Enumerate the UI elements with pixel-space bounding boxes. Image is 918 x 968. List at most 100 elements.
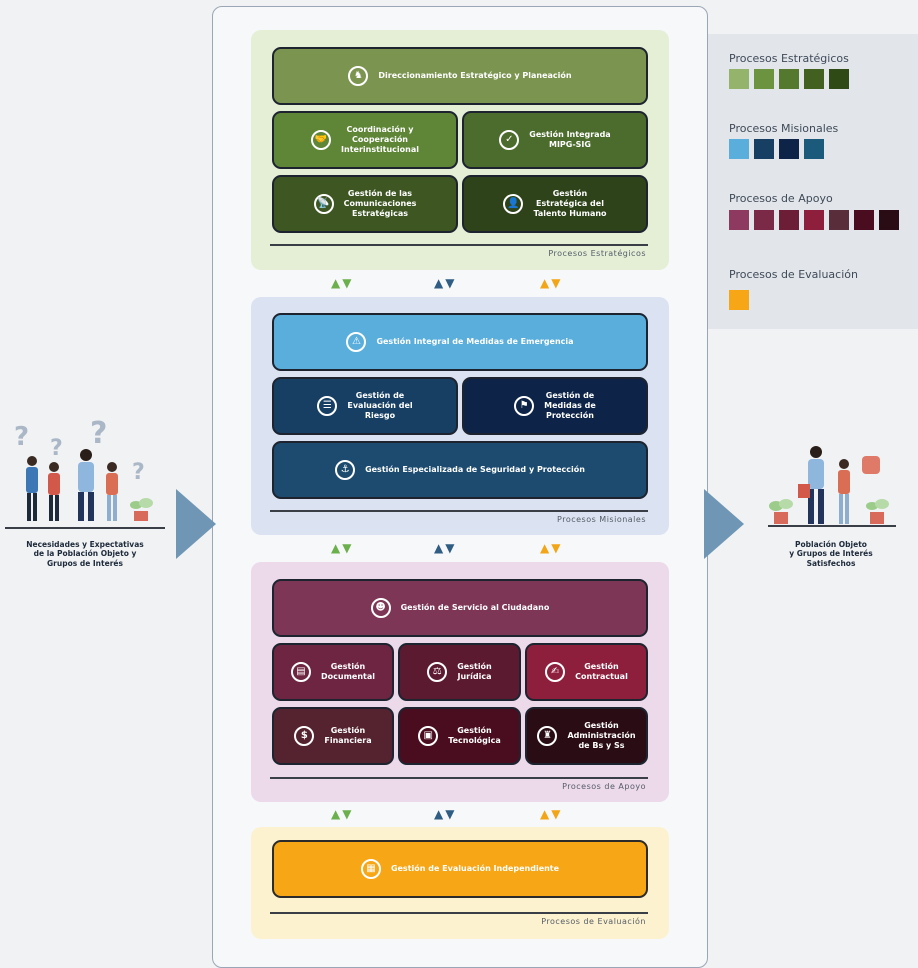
box-evaluacion-riesgo[interactable]: ☰Gestión de Evaluación del Riesgo (272, 377, 458, 435)
legend-swatch (729, 210, 749, 230)
plant-icon (866, 499, 889, 524)
section-label-estrategicos: Procesos Estratégicos (548, 249, 646, 258)
box-label: Gestión Financiera (324, 726, 372, 745)
chess-knight-icon: ♞ (348, 66, 369, 86)
legend-swatch (804, 69, 824, 89)
left-caption: Necesidades y Expectativas de la Poblaci… (26, 540, 144, 568)
person-icon (48, 462, 60, 521)
satellite-icon: 📡 (313, 194, 334, 214)
box-servicio-ciudadano[interactable]: ☻Gestión de Servicio al Ciudadano (272, 579, 648, 637)
box-label: Gestión Tecnológica (448, 726, 501, 745)
legend-swatch (754, 139, 774, 159)
flow-arrow-in-icon (176, 489, 216, 559)
legend-swatch (879, 210, 899, 230)
check-icon: ✓ (499, 130, 520, 150)
box-label: Gestión de Medidas de Protección (544, 391, 596, 420)
box-label: Gestión Documental (321, 662, 375, 681)
legend-title-estrategicos: Procesos Estratégicos (729, 52, 849, 65)
box-label: Gestión Especializada de Seguridad y Pro… (365, 465, 585, 474)
legend-swatch (754, 69, 774, 89)
box-comunicaciones[interactable]: 📡 Gestión de las Comunicaciones Estratégi… (272, 175, 458, 233)
box-label: Gestión Administración de Bs y Ss (567, 721, 636, 750)
report-icon: ▦ (360, 859, 381, 879)
plant-icon (769, 499, 793, 524)
section-divider (270, 244, 648, 246)
person-icon: 👤 (503, 194, 524, 214)
svg-text:?: ? (132, 460, 145, 485)
thumbs-up-icon (862, 456, 880, 474)
person-icon (78, 449, 94, 521)
legend-swatch (729, 290, 749, 310)
svg-text:?: ? (90, 416, 107, 451)
legend-swatch (804, 139, 824, 159)
handshake-icon: 🤝 (311, 130, 332, 150)
legend-swatch (779, 210, 799, 230)
box-talento-humano[interactable]: 👤 Gestión Estratégica del Talento Humano (462, 175, 648, 233)
box-medidas-emergencia[interactable]: ⚠ Gestión Integral de Medidas de Emergenc… (272, 313, 648, 371)
arrows-green: ▲▼ (331, 276, 354, 290)
arrows-green: ▲▼ (331, 541, 354, 555)
group-icon: ☻ (370, 598, 391, 618)
person-icon (106, 462, 118, 521)
box-medidas-proteccion[interactable]: ⚑ Gestión de Medidas de Protección (462, 377, 648, 435)
box-gestion-financiera[interactable]: $ Gestión Financiera (272, 707, 394, 765)
shield-icon: ⚓ (335, 460, 356, 480)
legend-title-evaluacion: Procesos de Evaluación (729, 268, 858, 281)
box-gestion-tecnologica[interactable]: ▣ Gestión Tecnológica (398, 707, 521, 765)
box-label: Gestión Contractual (575, 662, 628, 681)
box-label: Coordinación y Cooperación Interinstituc… (341, 125, 419, 154)
box-gestion-integrada[interactable]: ✓ Gestión Integrada MIPG-SIG (462, 111, 648, 169)
scales-icon: ⚖ (427, 662, 448, 682)
person-icon (26, 456, 38, 521)
question-mark-icons: ? ? ? ? (14, 416, 145, 485)
box-label: Gestión Integrada MIPG-SIG (529, 130, 611, 149)
ground-line (768, 525, 896, 527)
arrows-orange: ▲▼ (540, 807, 563, 821)
ground-line (5, 527, 165, 529)
box-label: Gestión Integral de Medidas de Emergenci… (376, 337, 574, 346)
box-label: Gestión de Evaluación Independiente (390, 864, 560, 873)
box-label: Gestión de las Comunicaciones Estratégic… (343, 189, 417, 218)
section-label-apoyo: Procesos de Apoyo (562, 782, 646, 791)
arrows-blue: ▲▼ (434, 541, 457, 555)
legend-title-misionales: Procesos Misionales (729, 122, 839, 135)
person-icon (798, 446, 824, 524)
arrows-orange: ▲▼ (540, 276, 563, 290)
arrows-blue: ▲▼ (434, 807, 457, 821)
box-label: Gestión Estratégica del Talento Humano (533, 189, 607, 218)
computer-icon: ▣ (418, 726, 439, 746)
person-icon (838, 459, 850, 524)
arrows-orange: ▲▼ (540, 541, 563, 555)
legend-title-apoyo: Procesos de Apoyo (729, 192, 833, 205)
box-gestion-documental[interactable]: ▤Gestión Documental (272, 643, 394, 701)
alarm-icon: ⚠ (346, 332, 367, 352)
box-evaluacion-independiente[interactable]: ▦ Gestión de Evaluación Independiente (272, 840, 648, 898)
dollar-icon: $ (294, 726, 315, 746)
box-gestion-juridica[interactable]: ⚖ Gestión Jurídica (398, 643, 521, 701)
box-direccionamiento-estrategico[interactable]: ♞ Direccionamiento Estratégico y Planeaci… (272, 47, 648, 105)
legend-swatch (729, 69, 749, 89)
right-caption: Población Objeto y Grupos de Interés Sat… (789, 540, 873, 568)
section-divider (270, 510, 648, 512)
arrows-green: ▲▼ (331, 807, 354, 821)
box-label: Gestión de Evaluación del Riesgo (347, 391, 413, 420)
people-icon: ⚑ (514, 396, 535, 416)
legend-swatch (804, 210, 824, 230)
legend-swatch (779, 139, 799, 159)
satisfied-people-illustration (769, 446, 889, 524)
legend-swatch (754, 210, 774, 230)
box-seguridad-proteccion[interactable]: ⚓ Gestión Especializada de Seguridad y Pr… (272, 441, 648, 499)
box-gestion-contractual[interactable]: ✍Gestión Contractual (525, 643, 648, 701)
people-waiting-illustration: ? ? ? ? (14, 416, 153, 521)
box-label: Direccionamiento Estratégico y Planeació… (378, 71, 572, 80)
arrows-blue: ▲▼ (434, 276, 457, 290)
legend-swatch (729, 139, 749, 159)
box-coordinacion-cooperacion[interactable]: 🤝 Coordinación y Cooperación Interinstitu… (272, 111, 458, 169)
svg-text:?: ? (14, 422, 29, 452)
legend-swatch (779, 69, 799, 89)
section-divider (270, 912, 648, 914)
legend-swatch (829, 69, 849, 89)
box-administracion-bienes-servicios[interactable]: ♜ Gestión Administración de Bs y Ss (525, 707, 648, 765)
cart-icon: ♜ (537, 726, 558, 746)
box-label: Gestión Jurídica (457, 662, 492, 681)
